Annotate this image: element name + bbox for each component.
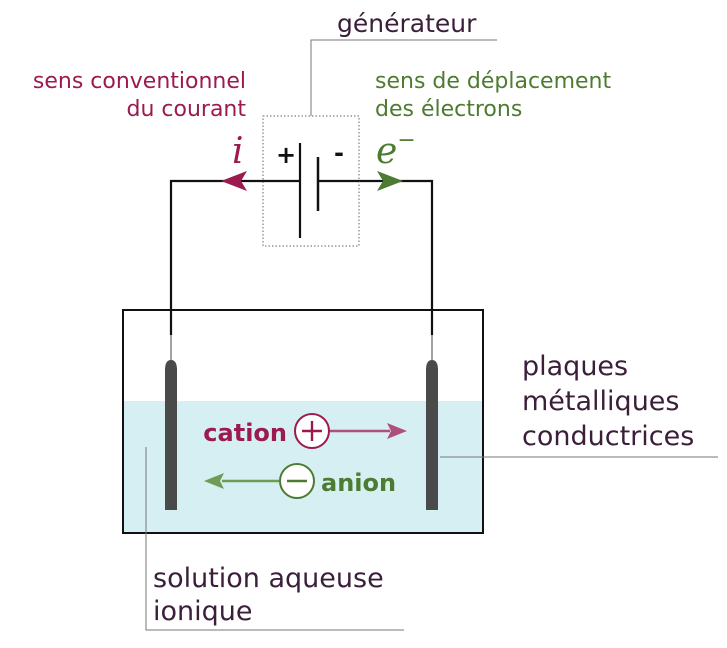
plates-label-line3: conductrices: [522, 421, 694, 452]
left-wire: [169, 179, 300, 335]
anion-charge-icon: [279, 463, 315, 499]
electron-symbol: e−: [376, 128, 416, 172]
anion-arrowhead: [204, 473, 224, 489]
battery-plus-sign: +: [276, 141, 296, 169]
current-symbol: i: [232, 131, 244, 172]
arrow-right-icon: [377, 171, 403, 191]
conventional-current-label-line2: du courant: [127, 97, 247, 122]
cation-charge-icon: [294, 413, 330, 449]
solution-label-line1: solution aqueuse: [153, 563, 384, 594]
anion-label: anion: [321, 469, 396, 497]
battery-minus-sign: -: [334, 139, 344, 167]
plates-label-line2: métalliques: [522, 386, 679, 417]
solution-leader: [145, 447, 404, 631]
solution-label-line2: ionique: [153, 596, 253, 627]
electron-direction-label-line1: sens de déplacement: [375, 69, 611, 94]
right-plate: [426, 360, 438, 510]
generator-leader: [310, 39, 497, 116]
battery-icon: [298, 143, 320, 238]
cation-label: cation: [203, 419, 287, 447]
plates-label-line1: plaques: [522, 351, 628, 382]
conventional-current-label-line1: sens conventionnel: [33, 69, 246, 94]
left-plate: [165, 360, 177, 510]
cation-arrowhead: [387, 423, 407, 439]
generator-label: générateur: [337, 9, 477, 38]
arrow-left-icon: [221, 171, 247, 191]
electron-direction-label-line2: des électrons: [375, 97, 522, 122]
tank: [122, 309, 484, 534]
